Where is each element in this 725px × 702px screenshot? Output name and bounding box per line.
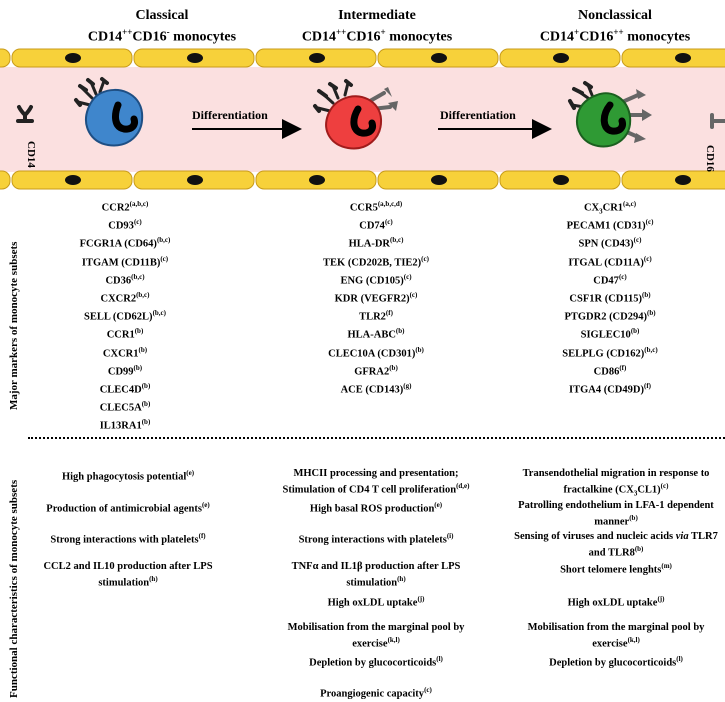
cd14-receptor-icon	[16, 105, 34, 123]
marker-nonclassical: SIGLEC10(b)	[580, 327, 640, 341]
header-intermediate-phenotype: CD14++CD16+ monocytes	[301, 27, 453, 45]
cd16-receptor-icon	[710, 113, 725, 129]
classical-monocyte-icon	[74, 77, 144, 147]
endothelial-nucleus	[675, 53, 691, 63]
functional-side-label: Functional characteristics of monocyte s…	[8, 479, 20, 698]
marker-intermediate: HLA-DR(b,c)	[348, 236, 404, 250]
endothelial-cell	[0, 48, 11, 68]
marker-classical: CXCR1(b)	[102, 345, 148, 360]
differentiation-label-1: Differentiation	[192, 108, 268, 122]
endothelial-nucleus	[431, 175, 447, 185]
endothelium-top	[0, 48, 725, 68]
differentiation-label-2: Differentiation	[440, 108, 516, 122]
marker-nonclassical: CD86(f)	[593, 363, 627, 378]
function-classical: Strong interactions with platelets(f)	[50, 532, 206, 546]
marker-classical: ITGAM (CD11B)(c)	[81, 254, 169, 269]
endothelial-nucleus	[187, 53, 203, 63]
marker-nonclassical: SELPLG (CD162)(b,c)	[562, 345, 658, 360]
function-intermediate: TNFα and IL1β production after LPS stimu…	[291, 561, 461, 589]
endothelial-cell	[621, 48, 725, 68]
intermediate-monocyte-icon	[313, 79, 398, 150]
endothelium-bottom	[0, 170, 725, 190]
marker-classical: CLEC4D(b)	[99, 382, 151, 396]
function-intermediate: MHCII processing and presentation; Stimu…	[282, 468, 470, 496]
marker-nonclassical: CX3CR1(a,c)	[583, 200, 637, 216]
marker-classical: SELL (CD62L)(b,c)	[84, 309, 166, 323]
endothelial-cell	[0, 170, 11, 190]
marker-classical: CLEC5A(b)	[99, 400, 151, 414]
function-nonclassical: Short telomere lenghts(m)	[560, 562, 672, 576]
marker-classical: CD99(b)	[107, 363, 143, 378]
marker-nonclassical: ITGAL (CD11A)(c)	[568, 254, 652, 269]
function-nonclassical: Mobilisation from the marginal pool by e…	[527, 622, 705, 650]
endothelial-nucleus	[553, 53, 569, 63]
header-classical: Classical CD14++CD16- monocytes	[47, 8, 277, 46]
marker-classical: IL13RA1(b)	[99, 418, 151, 432]
marker-classical: FCGR1A (CD64)(b,c)	[79, 236, 171, 250]
function-nonclassical: Depletion by glucocorticoids(l)	[549, 655, 683, 669]
function-intermediate: High oxLDL uptake(j)	[327, 595, 425, 609]
endothelial-nucleus	[309, 175, 325, 185]
function-nonclassical: Patrolling endothelium in LFA-1 dependen…	[518, 500, 714, 528]
marker-classical: CCR2(a,b,c)	[101, 200, 149, 214]
function-classical: Production of antimicrobial agents(e)	[46, 501, 210, 515]
cd14-side-label: CD14	[25, 141, 37, 168]
endothelial-nucleus	[187, 175, 203, 185]
marker-classical: CD93(c)	[108, 218, 142, 232]
header-classical-phenotype: CD14++CD16- monocytes	[87, 27, 237, 45]
marker-nonclassical: PECAM1 (CD31)(c)	[566, 218, 654, 232]
header-nonclassical-name: Nonclassical	[578, 8, 652, 23]
function-nonclassical: Sensing of viruses and nucleic acids via…	[514, 531, 718, 559]
function-nonclassical: High oxLDL uptake(j)	[567, 595, 665, 609]
function-classical: High phagocytosis potential(e)	[61, 469, 195, 483]
marker-intermediate: TLR2(f)	[359, 309, 393, 323]
endothelial-nucleus	[65, 175, 81, 185]
marker-intermediate: HLA-ABC(b)	[347, 327, 405, 341]
function-intermediate: Proangiogenic capacity(c)	[320, 686, 432, 700]
marker-nonclassical: ITGA4 (CD49D)(f)	[569, 382, 651, 396]
marker-intermediate: ENG (CD105)(c)	[340, 272, 412, 287]
marker-nonclassical: PTGDR2 (CD294)(b)	[564, 309, 656, 323]
marker-intermediate: GFRA2(b)	[354, 363, 398, 378]
header-nonclassical-phenotype: CD14+CD16++ monocytes	[539, 27, 691, 45]
function-intermediate: Depletion by glucocorticoids(l)	[309, 655, 443, 669]
header-intermediate: Intermediate CD14++CD16+ monocytes	[262, 8, 492, 46]
nonclassical-monocyte-icon	[568, 81, 652, 148]
endothelial-nucleus	[309, 53, 325, 63]
header-intermediate-name: Intermediate	[338, 8, 416, 23]
endothelial-nucleus	[675, 175, 691, 185]
marker-intermediate: CCR5(a,b,c,d)	[349, 200, 403, 214]
function-intermediate: High basal ROS production(e)	[309, 501, 443, 515]
endothelial-cell	[621, 170, 725, 190]
markers-side-label: Major markers of monocyte subsets	[8, 241, 20, 410]
function-intermediate: Mobilisation from the marginal pool by e…	[287, 622, 465, 650]
marker-intermediate: CLEC10A (CD301)(b)	[328, 345, 424, 360]
marker-classical: CXCR2(b,c)	[100, 291, 150, 305]
marker-classical: CCR1(b)	[106, 327, 144, 341]
marker-nonclassical: CD47(c)	[593, 272, 627, 287]
marker-nonclassical: SPN (CD43)(c)	[578, 236, 642, 250]
marker-intermediate: CD74(c)	[359, 218, 393, 232]
endothelial-nucleus	[431, 53, 447, 63]
marker-intermediate: ACE (CD143)(g)	[340, 382, 412, 396]
function-intermediate: Strong interactions with platelets(i)	[298, 532, 454, 546]
section-divider	[28, 437, 725, 439]
cd16-side-label: CD16	[704, 145, 716, 172]
marker-classical: CD36(b,c)	[105, 272, 145, 287]
marker-intermediate: KDR (VEGFR2)(c)	[334, 291, 418, 305]
blood-vessel-diagram: CD14 Differentiation Differentiation CD1…	[0, 48, 725, 190]
header-nonclassical: Nonclassical CD14+CD16++ monocytes	[500, 8, 725, 46]
marker-intermediate: TEK (CD202B, TIE2)(c)	[323, 254, 429, 269]
header-classical-name: Classical	[135, 8, 189, 23]
endothelial-nucleus	[553, 175, 569, 185]
marker-nonclassical: CSF1R (CD115)(b)	[569, 291, 651, 305]
function-classical: CCL2 and IL10 production after LPS stimu…	[43, 561, 213, 589]
function-nonclassical: Transendothelial migration in response t…	[522, 468, 710, 498]
endothelial-nucleus	[65, 53, 81, 63]
